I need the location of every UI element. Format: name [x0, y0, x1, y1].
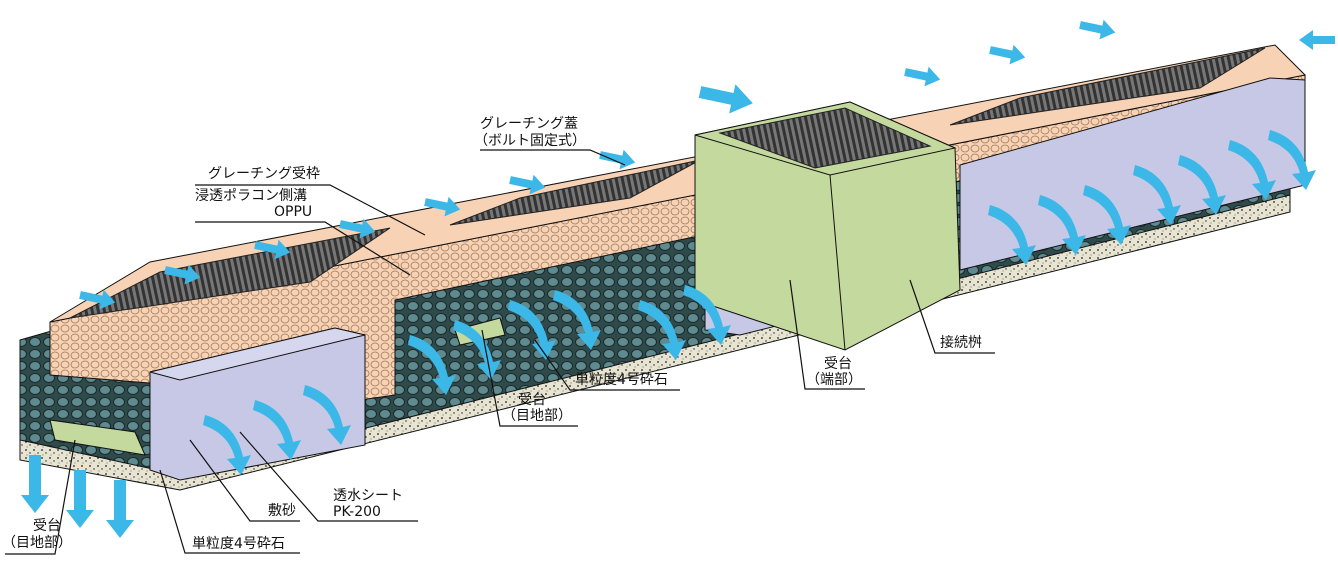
label-support-end: 受台 — [824, 356, 852, 372]
label-permeable-sheet-sub: PK-200 — [333, 504, 381, 520]
label-support-joint-mid: 受台 — [518, 392, 546, 408]
label-grating-cover-sub: （ボルト固定式） — [474, 133, 586, 149]
label-crushed-stone-left: 単粒度4号砕石 — [192, 536, 285, 552]
grating-cover — [69, 227, 391, 319]
label-channel: 浸透ポラコン側溝 — [195, 188, 307, 204]
label-support-joint-mid-sub: （目地部） — [502, 408, 572, 424]
label-support-joint-left-sub: （目地部） — [2, 535, 72, 551]
label-bedding-sand: 敷砂 — [268, 503, 296, 519]
label-grating-cover: グレーチング蓋 — [480, 116, 578, 132]
permeable-sheet-top — [149, 327, 366, 381]
label-crushed-stone-mid: 単粒度4号砕石 — [575, 372, 668, 388]
label-grating-frame: グレーチング受枠 — [208, 166, 320, 182]
basin-grating — [718, 107, 932, 169]
label-support-joint-left: 受台 — [33, 518, 61, 534]
support-joint — [454, 317, 506, 346]
label-permeable-sheet: 透水シート — [333, 488, 403, 504]
grating-cover — [949, 47, 1266, 126]
support-joint — [49, 419, 146, 456]
label-support-end-sub: （端部） — [806, 372, 862, 388]
label-connection-basin: 接続桝 — [940, 335, 982, 351]
permeable-sheet-box — [959, 77, 1306, 271]
leader-lines — [5, 149, 995, 555]
label-channel-sub: OPPU — [274, 204, 313, 220]
